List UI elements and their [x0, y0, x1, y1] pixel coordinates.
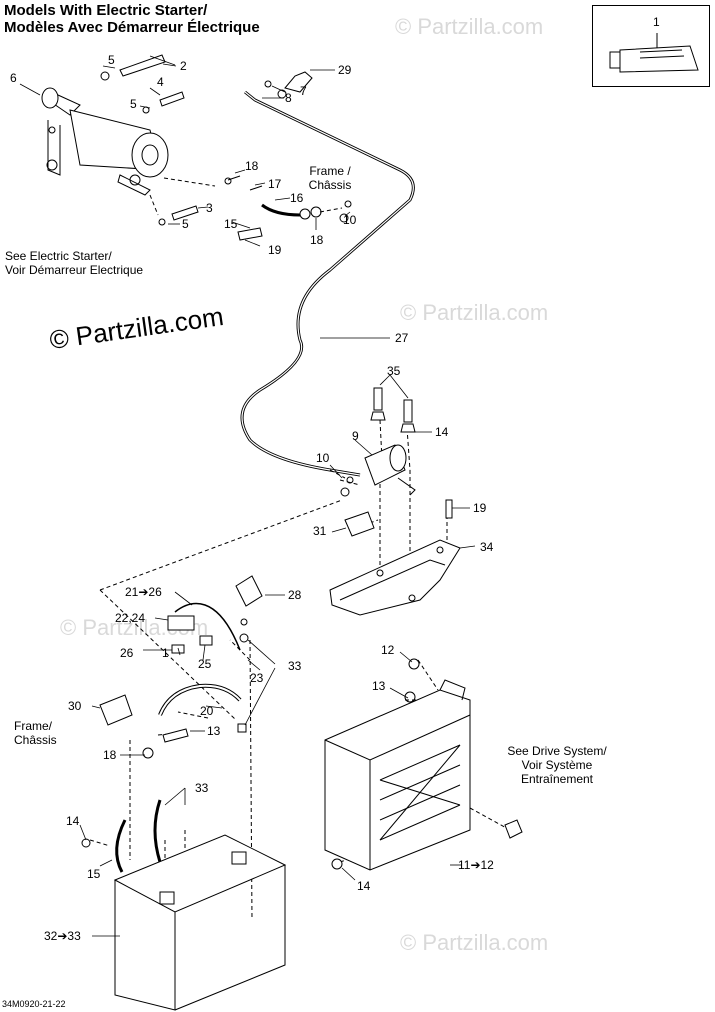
note-electric-starter: See Electric Starter/ Voir Démarreur Ele… — [5, 249, 143, 277]
callout-17: 17 — [268, 177, 282, 191]
callout-16: 16 — [290, 191, 304, 205]
note-electric-starter-line-2: Voir Démarreur Electrique — [5, 263, 144, 277]
note-frame-left: Frame/ Châssis — [14, 719, 57, 747]
callout-4: 4 — [157, 75, 164, 89]
callout-18: 18 — [245, 159, 259, 173]
grease-tube-inset — [592, 5, 710, 87]
diagram-title: Models With Electric Starter/ Modèles Av… — [4, 2, 260, 36]
note-frame-left-line-2: Châssis — [14, 733, 57, 747]
callout-28: 28 — [288, 588, 302, 602]
callout-5: 5 — [130, 97, 137, 111]
callout-25: 25 — [198, 657, 212, 671]
callout-13: 13 — [372, 679, 386, 693]
note-drive-system-line-2: Voir Système — [521, 758, 593, 772]
title-line-2: Modèles Avec Démarreur Électrique — [4, 19, 260, 36]
title-line-1: Models With Electric Starter/ — [4, 2, 208, 19]
callout-34: 34 — [480, 540, 494, 554]
callout-20: 20 — [200, 704, 214, 718]
callout-1: 1 — [653, 15, 660, 29]
callout-13: 13 — [207, 724, 221, 738]
callout-11-12: 11➔12 — [458, 858, 494, 872]
callout-14: 14 — [357, 879, 371, 893]
callout-18: 18 — [103, 748, 117, 762]
callout-31: 31 — [313, 524, 327, 538]
watermark-faint: © Partzilla.com — [400, 930, 549, 955]
callout-15: 15 — [224, 217, 238, 231]
callout-26: 26 — [120, 646, 134, 660]
callout-7: 7 — [300, 84, 307, 98]
grease-tube-icon — [609, 33, 699, 73]
note-frame-left-line-1: Frame/ — [14, 719, 53, 733]
note-electric-starter-line-1: See Electric Starter/ — [5, 249, 112, 263]
callout-14: 14 — [435, 425, 449, 439]
watermark-faint: © Partzilla.com — [395, 14, 544, 39]
solenoid-icon — [340, 444, 416, 497]
callout-18: 18 — [310, 233, 324, 247]
callout-32-33: 32➔33 — [44, 929, 81, 943]
callout-19: 19 — [268, 243, 282, 257]
bracket-icon — [329, 539, 461, 616]
note-frame-top-line-1: Frame / — [309, 164, 351, 178]
note-drive-system-line-3: Entraînement — [520, 772, 594, 786]
callout-2: 2 — [180, 59, 187, 73]
callout-22-24: 22,24 — [115, 611, 146, 625]
starter-motor-icon — [41, 87, 169, 196]
callout-15: 15 — [87, 867, 101, 881]
callout-8: 8 — [285, 91, 292, 105]
callout-5: 5 — [108, 53, 115, 67]
watermark-faint: © Partzilla.com — [400, 300, 549, 325]
document-id: 34M0920-21-22 — [2, 999, 66, 1009]
callout-12: 12 — [381, 643, 395, 657]
callout-1-sealant: 1 — [162, 646, 169, 660]
note-frame-top: Frame / Châssis — [300, 164, 360, 192]
callout-3: 3 — [206, 201, 213, 215]
callout-6: 6 — [10, 71, 17, 85]
callout-19: 19 — [473, 501, 487, 515]
callout-14: 14 — [66, 814, 80, 828]
callout-30: 30 — [68, 699, 82, 713]
callout-9: 9 — [352, 429, 359, 443]
callout-10: 10 — [343, 213, 357, 227]
callout-5: 5 — [182, 217, 189, 231]
callout-21-26: 21➔26 — [125, 585, 162, 599]
battery-icon — [113, 834, 287, 1011]
callout-23: 23 — [250, 671, 264, 685]
callout-33: 33 — [288, 659, 302, 673]
callout-29: 29 — [338, 63, 352, 77]
callout-27: 27 — [395, 331, 409, 345]
note-drive-system: See Drive System/ Voir Système Entraînem… — [497, 744, 617, 786]
note-drive-system-line-1: See Drive System/ — [507, 744, 607, 758]
callout-10: 10 — [316, 451, 330, 465]
callout-35: 35 — [387, 364, 401, 378]
note-frame-top-line-2: Châssis — [308, 178, 352, 192]
callout-33: 33 — [195, 781, 209, 795]
battery-box-icon — [324, 679, 471, 871]
